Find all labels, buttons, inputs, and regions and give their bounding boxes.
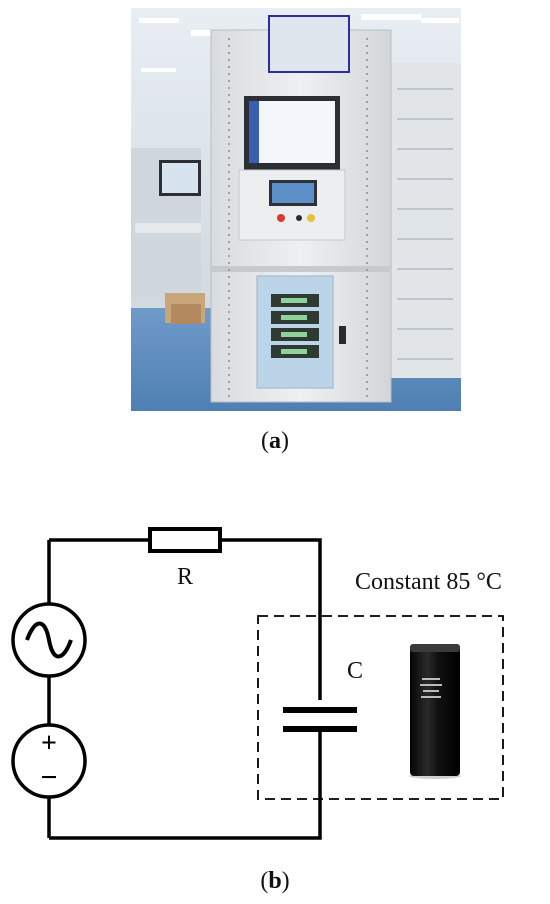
resistor-label: R	[177, 564, 193, 590]
constant-temperature-chamber	[257, 615, 504, 800]
wire-top-right	[220, 538, 322, 700]
caption-a-open: (	[261, 428, 269, 454]
caption-b-close: )	[281, 868, 290, 894]
dc-source-symbol	[11, 723, 87, 799]
circuit-diagram: + − R C Constant 85 °C	[11, 527, 504, 840]
capacitor-label: C	[347, 658, 363, 684]
caption-a-close: )	[281, 428, 289, 454]
caption-b: (b)	[245, 868, 305, 895]
ac-wave-icon	[25, 621, 73, 659]
dc-minus-sign: −	[40, 761, 57, 794]
equipment-photo-drawing	[131, 8, 461, 411]
wire-bottom	[49, 730, 322, 840]
chamber-label: Constant 85 °C	[355, 569, 502, 595]
caption-b-open: (	[260, 868, 269, 894]
caption-b-letter: b	[268, 868, 282, 894]
capacitor-photo	[409, 644, 461, 779]
caption-a: (a)	[245, 428, 305, 455]
resistor-symbol	[148, 527, 222, 553]
caption-a-letter: a	[269, 428, 281, 454]
dc-plus-sign: +	[41, 728, 57, 759]
equipment-photo	[131, 8, 461, 411]
ac-source-symbol	[11, 602, 87, 678]
